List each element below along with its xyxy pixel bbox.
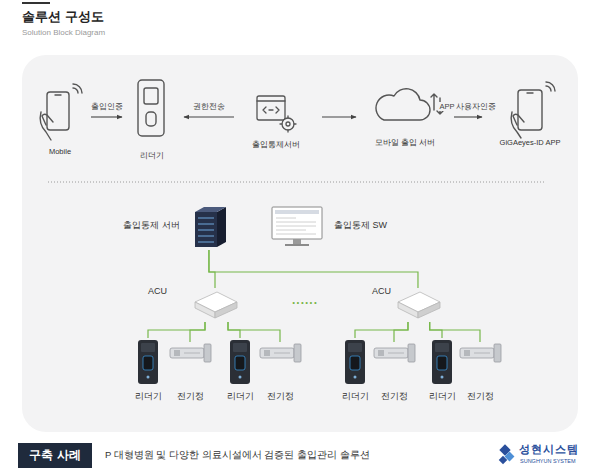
device-node: 전기정 [168,342,212,406]
reader-icon [138,80,164,136]
monitor-icon [272,207,322,246]
network-wire [394,322,408,342]
device-node: 출입통제 SW [268,204,398,250]
device-node: 리더기 [424,338,460,406]
device-node: 전기정 [458,342,502,406]
lock-device [374,344,415,362]
reader-device [432,340,452,384]
node-label: 출입통제서버 [252,140,300,149]
logo-mark [499,444,515,464]
filled-box: 구축 사례 [18,443,92,468]
device-node: 출입통제서버 [240,90,316,152]
device-node: 전기정 [372,342,416,406]
node-label: 전기정 [381,391,408,402]
node-label: 리더기 [429,391,456,402]
network-wire [430,322,480,342]
device-node: 출입통제 서버 [100,204,230,250]
node-label: 리더기 [135,391,162,402]
diagram-title: 솔루션 구성도 [22,9,104,25]
flow-arrow [454,116,482,117]
node-label: Mobile [49,147,71,156]
title-bar [22,2,50,4]
flow-arrow [184,116,234,117]
edge-label: 권한전송 [192,102,226,111]
node-label: 모바일 출입 서버 [375,138,435,147]
subtitle: Solution Block Diagram [22,28,105,38]
device-node: ACU [360,288,442,322]
lock-device [460,344,501,362]
node-label: GiGAeyes-ID APP [500,138,561,147]
mobile-icon [40,84,82,140]
acu-icon [195,292,237,318]
logo-subtext: SUNGHYUN SYSTEM [520,458,576,465]
network-wire [209,250,418,288]
panel [22,55,578,432]
reader-device [345,340,365,384]
edge-label: 출입인증 [90,102,124,111]
logo-text: 성현시스템 [519,443,579,456]
node-label: 출입통제 SW [334,220,387,231]
node-label: 리더기 [227,391,254,402]
device-node: 모바일 출입 서버 [362,84,448,150]
separator [48,182,545,183]
ellipsis-dots: ...... [292,293,318,307]
node-label: 전기정 [267,391,294,402]
app-phone-icon [511,82,555,138]
cloud-icon [376,89,443,120]
node-label: 전기정 [467,391,494,402]
reader-device [230,340,250,384]
footer-text: P 대형병원 및 다양한 의료시설에서 검증된 출입관리 솔루션 [105,449,370,460]
reader-device [138,340,158,384]
acu-icon [398,292,440,318]
node-label: 구축 사례 [29,448,80,462]
node-label: 리더기 [140,151,164,160]
server-rack-icon [195,207,226,247]
flow-arrow [322,116,356,117]
network-wire [190,322,205,342]
network-wire [209,250,215,288]
device-node: GiGAeyes-ID APP [488,84,568,150]
edge-label: APP 사용자인증 [439,102,498,111]
node-label: 전기정 [177,391,204,402]
device-node: 리더기 [337,338,373,406]
node-label: 리더기 [342,391,369,402]
lock-device [170,344,211,362]
lock-device [260,344,301,362]
node-label: ACU [148,286,167,297]
node-label: ACU [372,286,391,297]
device-node: 리더기 [222,338,258,406]
node-label: 출입통제 서버 [123,220,180,231]
device-node: ACU [140,288,240,322]
server-window-icon [257,96,296,132]
device-node: 전기정 [258,342,302,406]
flow-arrow [91,116,122,117]
network-wire [228,322,280,342]
device-node: 리더기 [128,76,178,164]
device-node: Mobile [35,86,85,160]
device-node: 리더기 [130,338,166,406]
